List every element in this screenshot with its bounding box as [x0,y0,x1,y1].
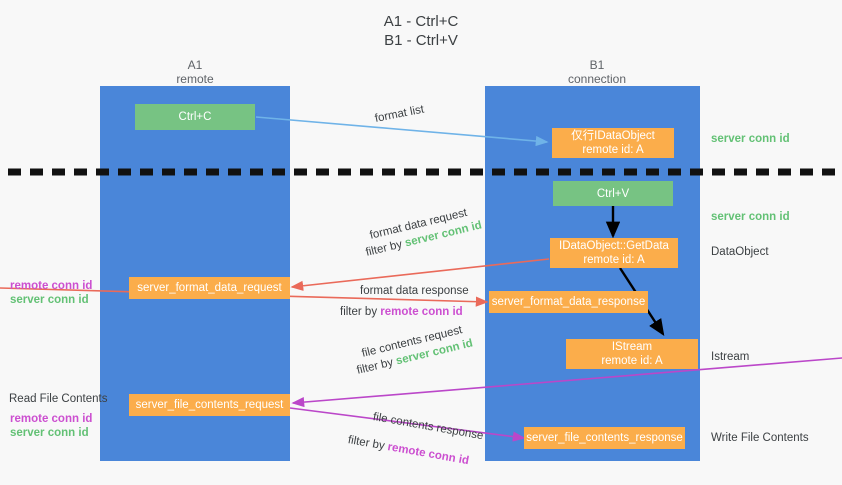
annotation-right-write-file-contents: Write File Contents [711,432,809,444]
node-istream-line2: remote id: A [601,355,663,367]
filter-prefix: filter by [355,355,398,377]
node-idataobject-getdata-line1: IDataObject::GetData [559,240,669,252]
node-server-format-data-request-label: server_format_data_request [137,282,282,294]
annotation-left-server-conn-id-2: server conn id [10,427,89,439]
node-ctrl-v-label: Ctrl+V [596,187,630,200]
edge-label-format-list: format list [373,103,426,125]
node-idataobject-getdata[interactable]: IDataObject::GetData remote id: A [550,238,678,268]
annotation-left-remote-conn-id-1: remote conn id [10,280,93,292]
annotation-left-remote-conn-id-2: remote conn id [10,413,93,425]
node-ctrl-v[interactable]: Ctrl+V [553,181,673,206]
annotation-right-dataobject: DataObject [711,246,769,258]
filter-key-remote-conn-id: remote conn id [386,441,470,468]
filter-prefix: filter by [340,306,381,318]
annotation-right-server-conn-id-mid: server conn id [711,211,790,223]
node-idataobject-getdata-line2: remote id: A [583,254,645,266]
annotation-left-conn-ids-1: remote conn id server conn id [10,279,92,307]
node-server-file-contents-request[interactable]: server_file_contents_request [129,394,290,416]
edge-label-file-contents-response: file contents response [371,411,485,443]
column-header-a1-sub: remote [176,72,214,86]
edge-label-format-data-response-filter: filter by remote conn id [340,305,463,319]
node-server-file-contents-response-label: server_file_contents_response [526,432,683,444]
node-idataobject-top-line2: remote id: A [582,144,644,156]
column-header-a1-name: A1 [187,58,203,72]
annotation-left-read-file-contents: Read File Contents [9,393,108,405]
annotation-right-istream: Istream [711,351,750,363]
node-idataobject-top[interactable]: 仅行IDataObject remote id: A [552,128,674,158]
node-ctrl-c-label: Ctrl+C [178,111,212,123]
filter-prefix: filter by [346,434,389,453]
node-idataobject-top-line1: 仅行IDataObject [571,130,655,142]
node-server-format-data-response-label: server_format_data_response [491,296,646,308]
annotation-left-conn-ids-2: remote conn id server conn id [10,412,92,440]
node-istream-line1: IStream [611,341,653,353]
column-header-b1-name: B1 [589,58,605,72]
page-title-line1: A1 - Ctrl+C [383,13,459,30]
page-title-line2: B1 - Ctrl+V [384,32,458,49]
annotation-right-server-conn-id-top: server conn id [711,133,790,145]
node-ctrl-c[interactable]: Ctrl+C [135,104,255,130]
edge-label-file-contents-response-filter: filter by remote conn id [347,433,470,468]
node-server-file-contents-response[interactable]: server_file_contents_response [524,427,685,449]
node-server-format-data-request[interactable]: server_format_data_request [129,277,290,299]
node-server-format-data-response[interactable]: server_format_data_response [489,291,648,313]
filter-key-remote-conn-id: remote conn id [380,306,463,318]
column-header-b1-sub: connection [567,72,627,86]
annotation-left-server-conn-id-1: server conn id [10,294,89,306]
node-server-file-contents-request-label: server_file_contents_request [135,399,284,411]
node-istream[interactable]: IStream remote id: A [566,339,698,369]
edge-label-format-data-response: format data response [360,285,469,297]
